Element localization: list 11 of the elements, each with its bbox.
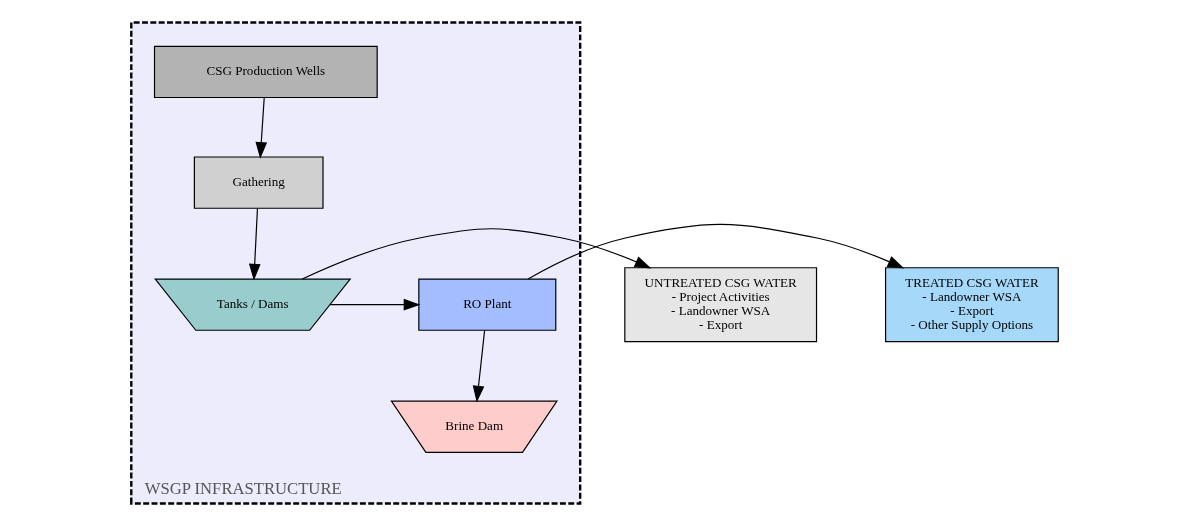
arrow [527, 223, 905, 280]
arrow [248, 208, 261, 281]
node-box: RO Plant [418, 278, 557, 331]
node-box: CSG Production Wells [153, 45, 378, 99]
node-box: Gathering [193, 156, 324, 209]
node-box: UNTREATED CSG WATER - Project Activities - Landowner WSA - Export [624, 267, 818, 343]
arrow [329, 298, 421, 311]
arrow [301, 228, 652, 280]
arrow [472, 330, 486, 403]
node-box: TREATED CSG WATER - Landowner WSA - Export - Other Supply Options [885, 267, 1059, 343]
arrow [255, 97, 268, 159]
